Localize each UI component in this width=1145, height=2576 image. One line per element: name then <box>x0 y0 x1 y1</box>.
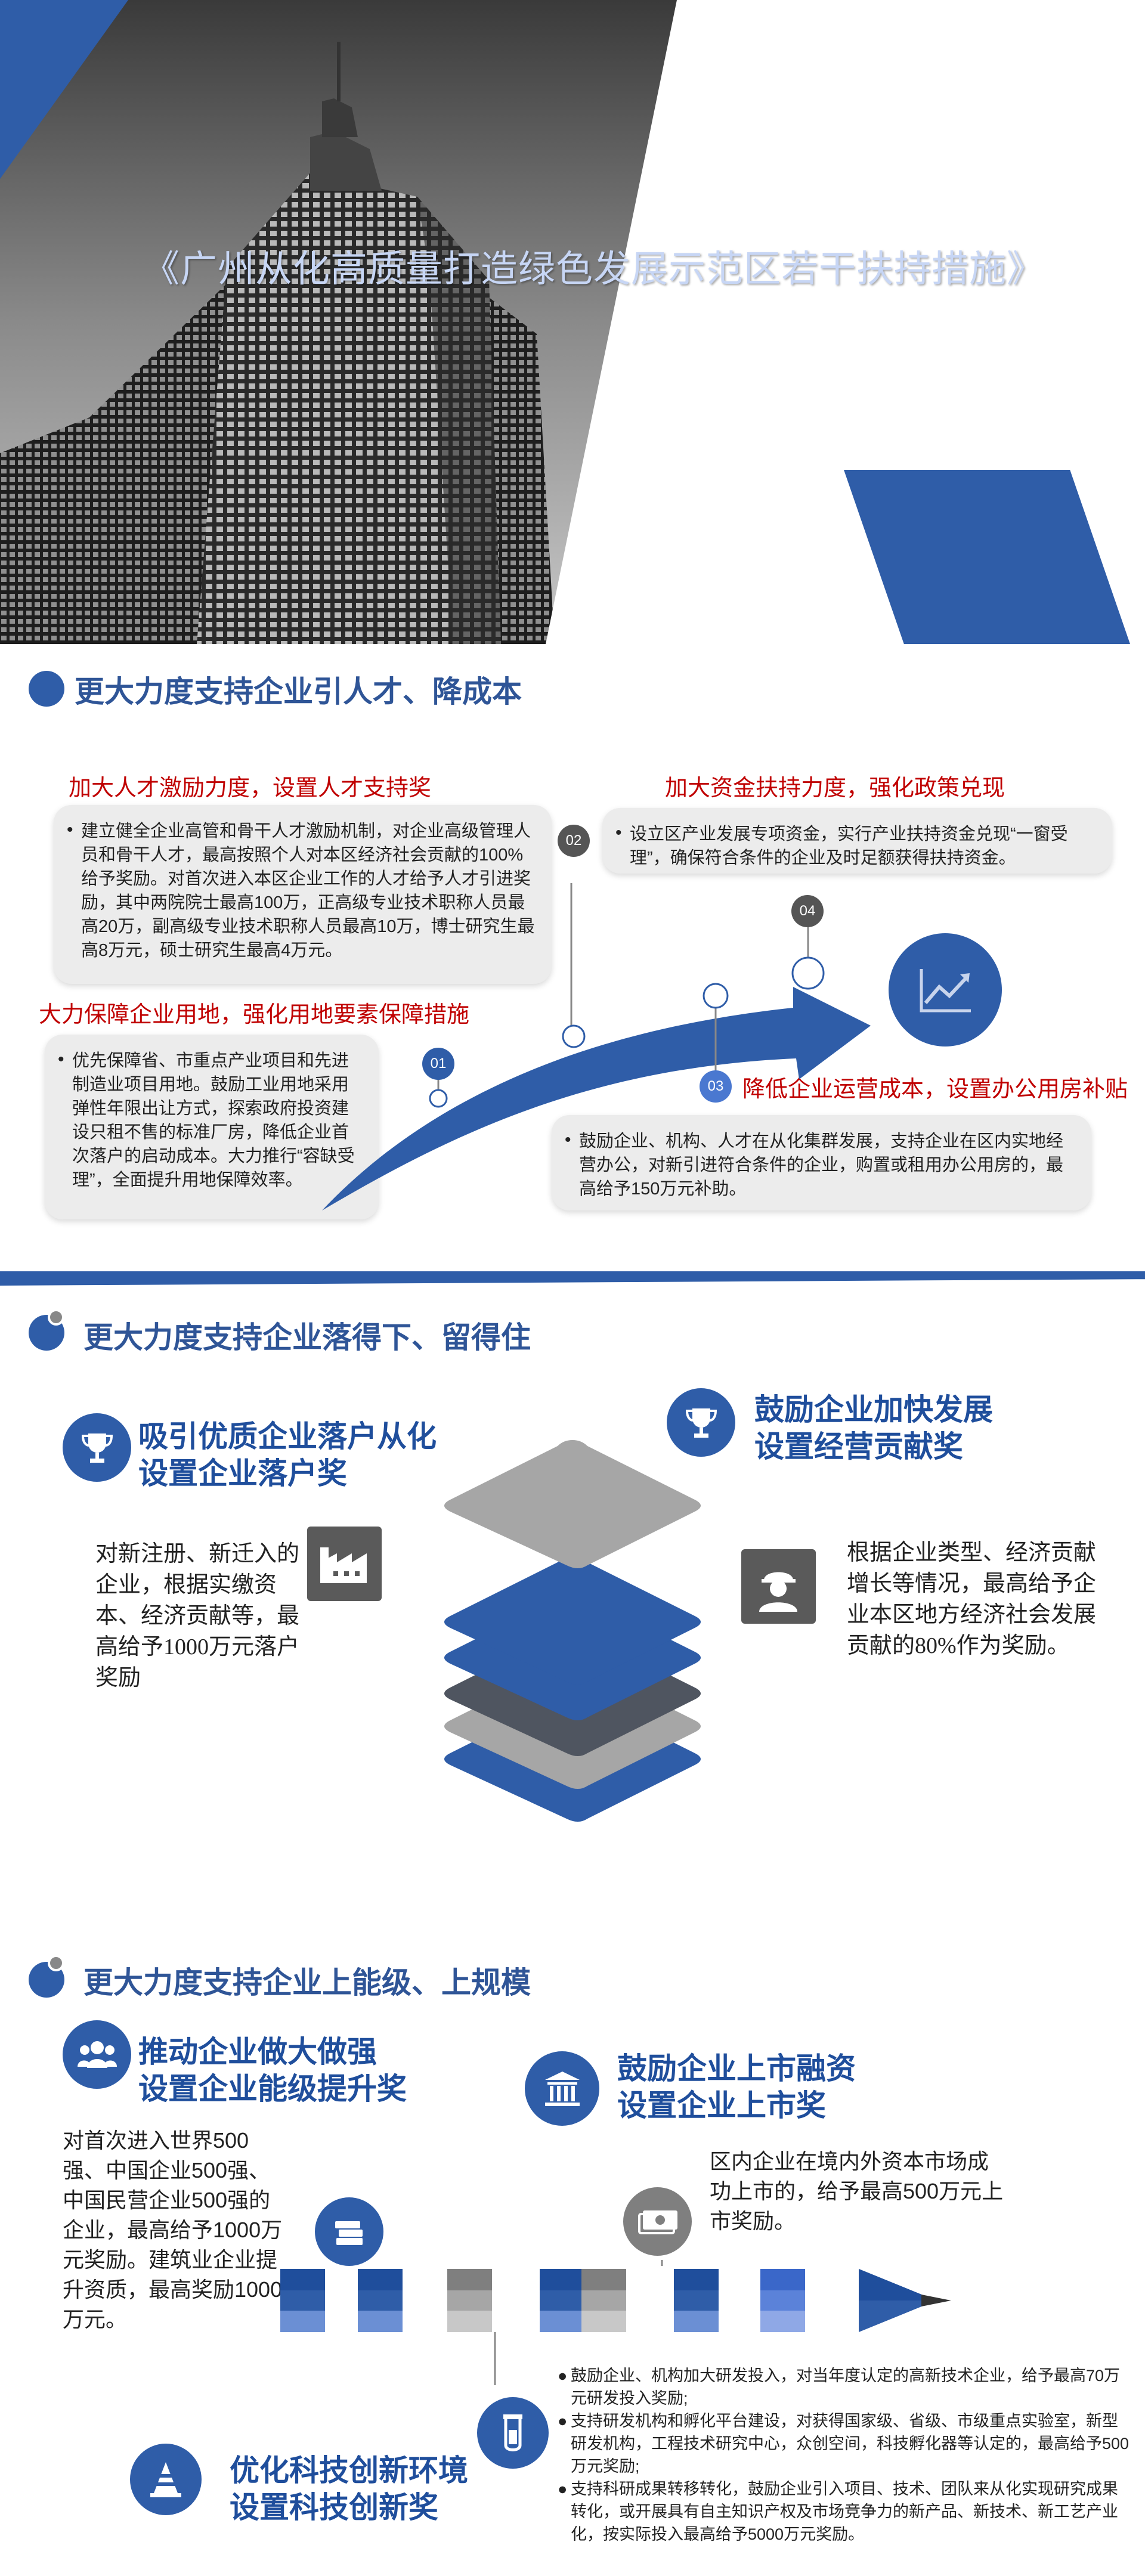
blue-triangle-topleft <box>0 0 128 179</box>
section3-a-heading: 推动企业做大做强 设置企业能级提升奖 <box>138 2033 407 2107</box>
section3-a-text: 对首次进入世界500强、中国企业500强、中国民营企业500强的企业，最高给予1… <box>63 2128 283 2332</box>
section3-c-bullet-2: ●支持研发机构和孵化平台建设，对获得国家级、省级、市级重点实验室，新型研发机构，… <box>558 2412 1129 2475</box>
section2-left-heading: 吸引优质企业落户从化 设置企业落户奖 <box>138 1418 437 1492</box>
pencil-tip <box>859 2269 951 2332</box>
section3-a-heading-line1: 推动企业做大做强 <box>138 2035 377 2069</box>
section2-left-heading-line2: 设置企业落户奖 <box>138 1457 347 1490</box>
item3-heading: 降低企业运营成本，设置办公用房补贴 <box>742 1077 1128 1102</box>
books-icon <box>315 2197 383 2266</box>
layer-stack <box>444 1440 701 1822</box>
badge-02: 02 <box>558 825 590 857</box>
section3-c-heading-line2: 设置科技创新奖 <box>230 2491 438 2524</box>
group-icon <box>63 2020 131 2089</box>
trophy-icon <box>63 1413 131 1482</box>
section3-c-bullets: ●鼓励企业、机构加大研发投入，对当年度认定的高新技术企业，给予最高70万元研发投… <box>558 2364 1130 2546</box>
item4-text: 设立区产业发展专项资金，实行产业扶持资金兑现“一窗受理”，确保符合条件的企业及时… <box>630 825 1068 868</box>
building-icon <box>525 2051 599 2126</box>
pencil-segment-5 <box>674 2269 719 2332</box>
section2-right-heading: 鼓励企业加快发展 设置经营贡献奖 <box>754 1391 993 1465</box>
cone-icon <box>130 2444 202 2515</box>
item1-text: 优先保障省、市重点产业项目和先进制造业项目用地。鼓励工业用地采用弹性年限出让方式… <box>72 1051 355 1190</box>
section1-title: 更大力度支持企业引人才、降成本 <box>75 675 522 708</box>
stack-layer-1 <box>444 1440 701 1568</box>
page-title: 《广州从化高质量打造绿色发展示范区若干扶持措施》 <box>142 249 1044 290</box>
stack-layer-2 <box>444 1556 701 1685</box>
milestone-dot-03 <box>703 983 729 1009</box>
section3-b-heading-line2: 设置企业上市奖 <box>617 2089 826 2122</box>
badge-01: 01 <box>422 1048 454 1080</box>
section2-right-text: 根据企业类型、经济贡献增长等情况，最高给予企业本区地方经济社会发展贡献的80%作… <box>847 1540 1097 1658</box>
section2-left-text: 对新注册、新迁入的企业，根据实缴资本、经济贡献等，最高给予1000万元落户奖励 <box>95 1541 300 1690</box>
section3-a-heading-line2: 设置企业能级提升奖 <box>138 2072 407 2106</box>
section3-b-heading: 鼓励企业上市融资 设置企业上市奖 <box>617 2050 856 2124</box>
section3-title: 更大力度支持企业上能级、上规模 <box>83 1966 531 1999</box>
item2-box: 建立健全企业高管和骨干人才激励机制，对企业高级管理人员和骨干人才，最高按照个人对… <box>54 805 552 984</box>
header-banner: 《广州从化高质量打造绿色发展示范区若干扶持措施》 <box>0 0 1145 644</box>
section3-b-text: 区内企业在境内外资本市场成功上市的，给予最高500万元上市奖励。 <box>710 2149 1004 2233</box>
pencil-segment-6 <box>760 2269 805 2332</box>
item3-box: 鼓励企业、机构、人才在从化集群发展，支持企业在区内实地经营办公，对新引进符合条件… <box>552 1115 1091 1210</box>
item2-text: 建立健全企业高管和骨干人才激励机制，对企业高级管理人员和骨干人才，最高按照个人对… <box>81 822 535 960</box>
building-photo <box>0 0 677 644</box>
section-divider <box>0 1271 1145 1286</box>
section1-bullet-icon <box>29 671 64 707</box>
section2-bullet-ring <box>48 1309 64 1326</box>
section3-b-heading-line1: 鼓励企业上市融资 <box>617 2052 856 2085</box>
section3-c-bullet-1: ●鼓励企业、机构加大研发投入，对当年度认定的高新技术企业，给予最高70万元研发投… <box>558 2367 1121 2407</box>
section3-bullet-ring <box>48 1955 64 1971</box>
growth-arrow <box>322 883 871 1210</box>
factory-icon <box>307 1527 382 1601</box>
item4-heading: 加大资金扶持力度，强化政策兑现 <box>665 776 1005 801</box>
item1-box: 优先保障省、市重点产业项目和先进制造业项目用地。鼓励工业用地采用弹性年限出让方式… <box>45 1035 379 1219</box>
milestone-dot-01 <box>429 1089 448 1108</box>
section2-right-heading-line1: 鼓励企业加快发展 <box>754 1393 993 1426</box>
item2-heading: 加大人才激励力度，设置人才支持奖 <box>69 776 432 801</box>
pencil-segment-3 <box>447 2269 492 2332</box>
section2-left-heading-line1: 吸引优质企业落户从化 <box>138 1420 437 1453</box>
badge-04: 04 <box>791 895 824 927</box>
section3-c-bullet-3: ●支持科研成果转移转化，鼓励企业引入项目、技术、团队来从化实现研究成果转化，或开… <box>558 2480 1118 2543</box>
section3-c-heading-line1: 优化科技创新环境 <box>230 2454 468 2487</box>
trophy-icon-right <box>667 1388 735 1457</box>
lab-icon <box>477 2397 549 2469</box>
section3-c-heading: 优化科技创新环境 设置科技创新奖 <box>230 2452 468 2526</box>
pencil-segment-1 <box>280 2269 325 2332</box>
item1-heading: 大力保障企业用地，强化用地要素保障措施 <box>39 1002 470 1027</box>
pencil-segment-4 <box>540 2269 626 2332</box>
trend-chart-icon <box>889 933 1002 1046</box>
section2-title: 更大力度支持企业落得下、留得住 <box>83 1321 531 1354</box>
section2-right-heading-line2: 设置经营贡献奖 <box>754 1430 963 1463</box>
item3-text: 鼓励企业、机构、人才在从化集群发展，支持企业在区内实地经营办公，对新引进符合条件… <box>579 1132 1064 1199</box>
milestone-dot-04 <box>791 956 825 990</box>
item4-box: 设立区产业发展专项资金，实行产业扶持资金兑现“一窗受理”，确保符合条件的企业及时… <box>602 808 1112 874</box>
pencil-segment-2 <box>358 2269 403 2332</box>
milestone-dot-02 <box>562 1024 586 1048</box>
worker-icon <box>741 1549 816 1624</box>
pencil-timeline <box>280 2260 951 2385</box>
money-icon <box>623 2187 692 2256</box>
badge-03: 03 <box>700 1070 732 1103</box>
